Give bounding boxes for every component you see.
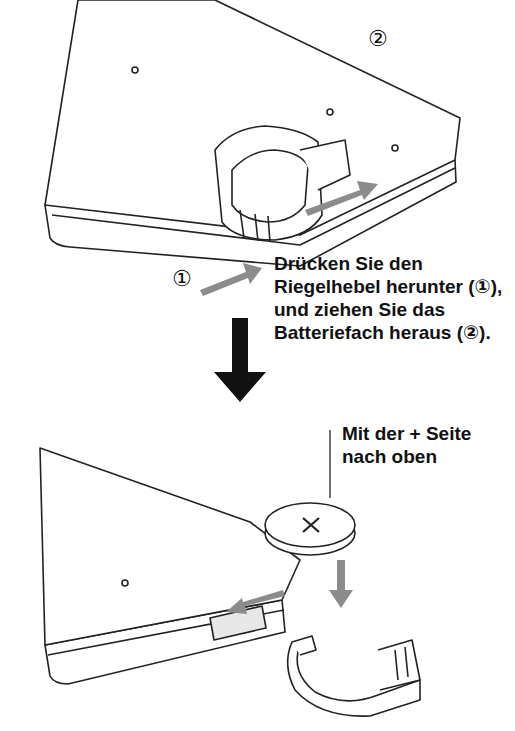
screw-dot (132, 67, 138, 73)
remote-body-top (45, 0, 460, 235)
orientation-note: Mit der + Seite nach oben (342, 422, 502, 468)
tray-clip (300, 140, 350, 190)
pull-arrow (305, 181, 378, 216)
tray-clip (292, 636, 316, 655)
tray-clip (378, 640, 420, 690)
step-arrow (214, 318, 266, 402)
push-arrow (200, 263, 262, 296)
tray-recess (232, 150, 308, 222)
screw-dot (122, 580, 128, 586)
screw-dot (327, 109, 333, 115)
plus-mark (303, 518, 319, 532)
latch-lever (240, 210, 270, 242)
insert-arrow (226, 590, 285, 614)
screw-dot (392, 145, 398, 151)
remote-body-top (40, 448, 300, 645)
leader-line (329, 430, 330, 498)
coin-battery (265, 503, 355, 547)
latch-lever (395, 647, 408, 680)
instruction-text: Drücken Sie den Riegelhebel herunter (①)… (274, 252, 510, 344)
callout-number: ② (368, 28, 388, 50)
callout-number: ① (172, 268, 192, 290)
insert-arrow (329, 560, 353, 608)
